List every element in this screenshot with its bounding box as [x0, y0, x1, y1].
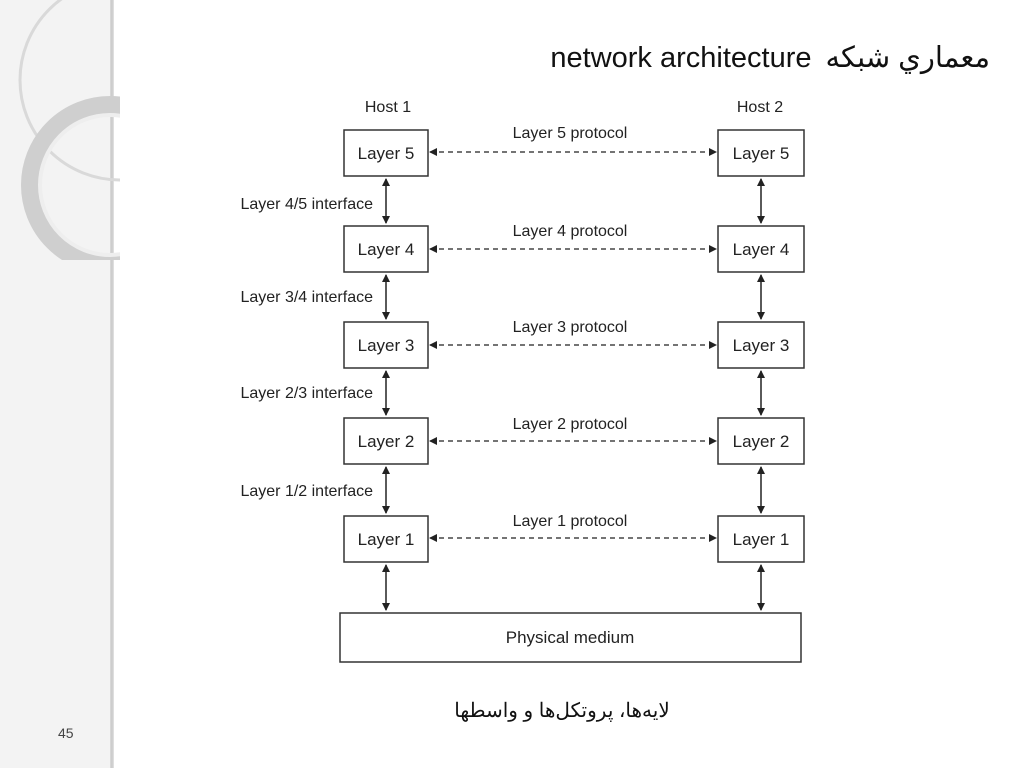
title-english: network architecture	[550, 42, 812, 74]
sidebar-divider	[110, 0, 114, 768]
host2-layer2-label: Layer 2	[733, 432, 790, 451]
host-2-label: Host 2	[737, 99, 783, 116]
network-architecture-diagram: Host 1 Host 2 Layer 5 Layer 5 Layer 5 pr…	[240, 99, 805, 663]
layer5-protocol-label: Layer 5 protocol	[513, 125, 628, 142]
host2-layer1-box	[717, 515, 805, 563]
host2-layer4-box	[717, 225, 805, 273]
host1-layer4-label: Layer 4	[358, 240, 415, 259]
host-1-label: Host 1	[365, 99, 411, 116]
host1-layer5-label: Layer 5	[358, 144, 415, 163]
interface-2-3-label: Layer 2/3 interface	[240, 385, 373, 402]
host2-layer1-label: Layer 1	[733, 530, 790, 549]
physical-medium-box	[339, 612, 802, 663]
interface-4-5-label: Layer 4/5 interface	[240, 196, 373, 213]
host1-layer5-box	[343, 129, 429, 177]
host2-layer5-box	[717, 129, 805, 177]
host2-layer4-label: Layer 4	[733, 240, 790, 259]
slide-caption: لایه‌ها، پروتکل‌ها و واسطها	[454, 700, 670, 722]
interface-1-2-label: Layer 1/2 interface	[240, 483, 373, 500]
page-number: 45	[58, 725, 74, 741]
host1-layer3-label: Layer 3	[358, 336, 415, 355]
host2-layer2-box	[717, 417, 805, 465]
host1-layer1-label: Layer 1	[358, 530, 415, 549]
host2-layer5-label: Layer 5	[733, 144, 790, 163]
title-persian: معماري شبكه	[825, 42, 991, 74]
physical-medium-label: Physical medium	[506, 628, 635, 647]
host1-layer2-box	[343, 417, 429, 465]
host2-layer3-label: Layer 3	[733, 336, 790, 355]
host2-layer3-box	[717, 321, 805, 369]
host1-layer3-box	[343, 321, 429, 369]
host1-layer2-label: Layer 2	[358, 432, 415, 451]
host1-layer1-box	[343, 515, 429, 563]
layer1-protocol-label: Layer 1 protocol	[513, 513, 628, 530]
slide-title: network architecture معماري شبكه	[0, 40, 990, 75]
host1-layer4-box	[343, 225, 429, 273]
layer4-protocol-label: Layer 4 protocol	[513, 223, 628, 240]
layer2-protocol-label: Layer 2 protocol	[513, 416, 628, 433]
interface-3-4-label: Layer 3/4 interface	[240, 289, 373, 306]
decorative-rings	[18, 0, 120, 260]
layer3-protocol-label: Layer 3 protocol	[513, 319, 628, 336]
